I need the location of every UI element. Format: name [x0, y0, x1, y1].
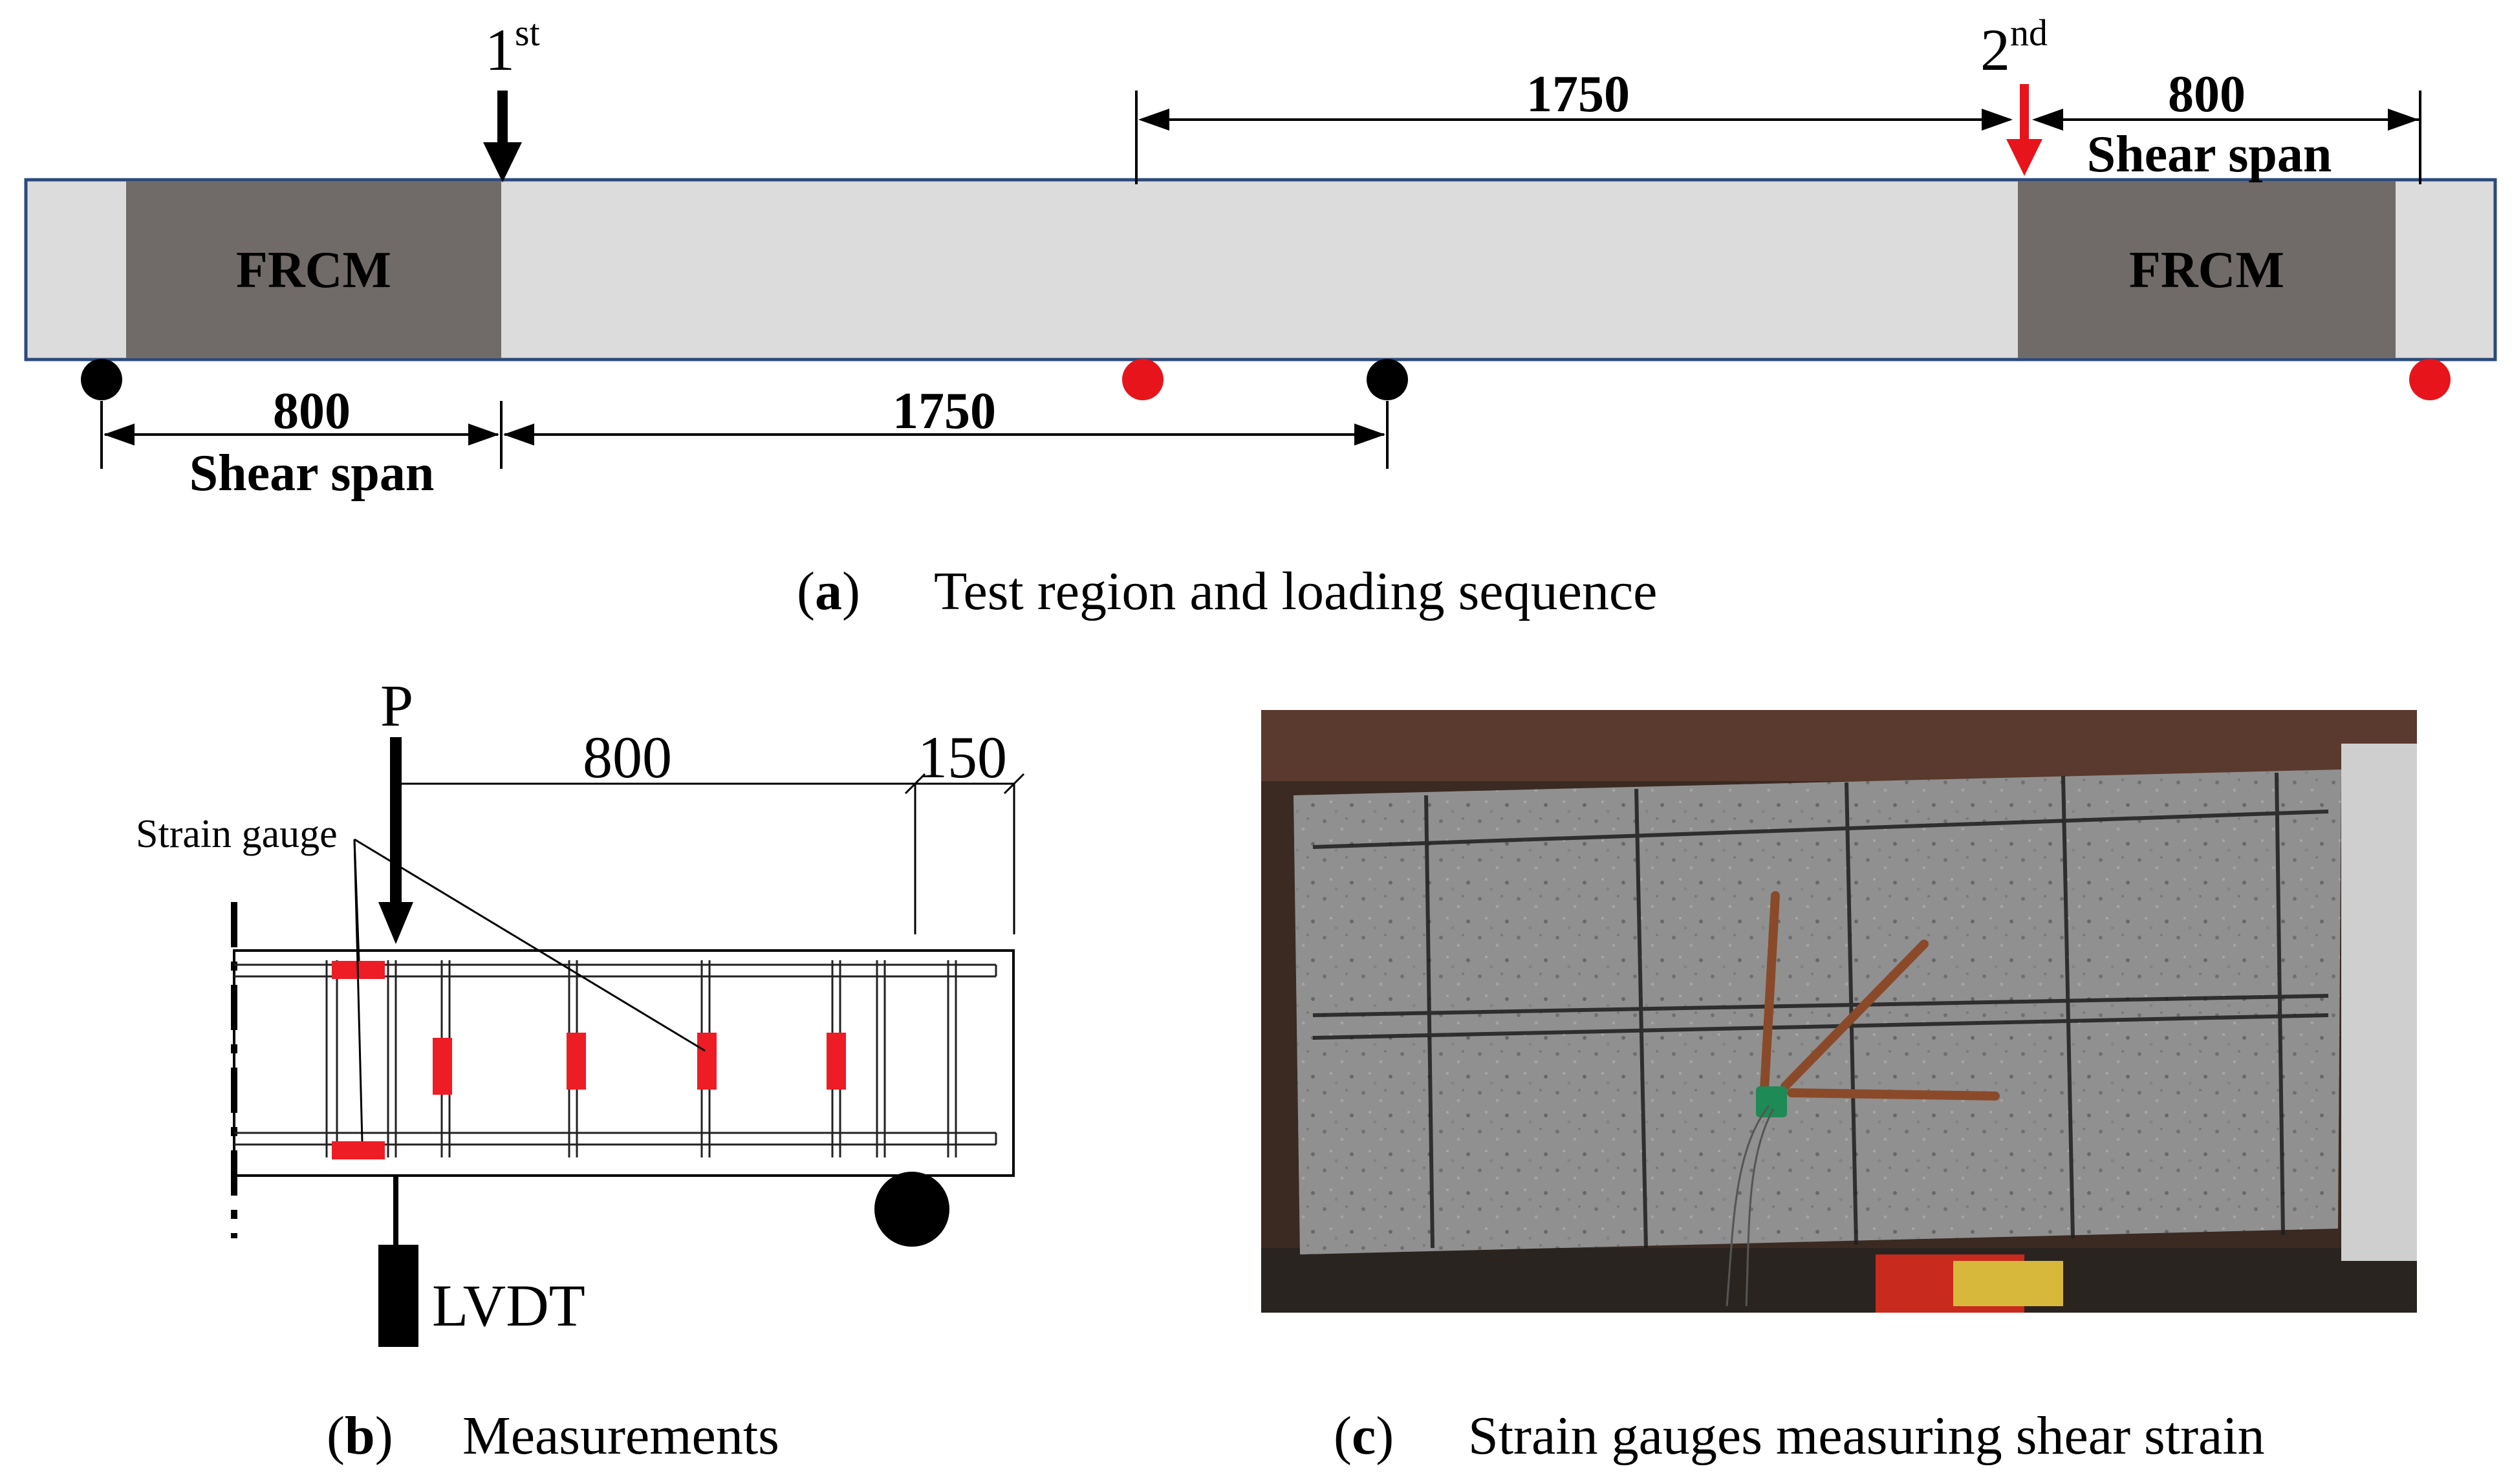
dim-bot-800	[100, 401, 503, 469]
dim-top-800	[2036, 91, 2421, 184]
support-b	[874, 1172, 949, 1247]
support-right-red	[2409, 359, 2451, 400]
strain-gauge-bottom	[332, 1141, 385, 1159]
strain-gauge-label: Strain gauge	[136, 812, 338, 856]
lvdt-label: LVDT	[432, 1273, 585, 1339]
caption-a-letter: a	[815, 561, 842, 621]
caption-b-text: Measurements	[462, 1406, 779, 1466]
dim-bot-1750-value: 1750	[893, 383, 996, 440]
strain-gauge-2	[567, 1033, 586, 1090]
caption-c-text: Strain gauges measuring shear strain	[1468, 1406, 2265, 1466]
dim-top-1750-value: 1750	[1526, 66, 1630, 123]
frcm-region-right	[2018, 181, 2396, 358]
frcm-label-left: FRCM	[236, 242, 391, 299]
strain-gauge-1	[433, 1038, 452, 1095]
load-arrow-second	[2006, 84, 2042, 176]
dim-top-800-value: 800	[2168, 66, 2246, 123]
support-mid-black	[1367, 359, 1408, 400]
support-left	[81, 359, 122, 400]
strain-gauge-3	[697, 1033, 717, 1090]
frcm-label-right: FRCM	[2129, 242, 2284, 299]
caption-c-letter: c	[1352, 1406, 1376, 1466]
dim-top-1750	[1135, 91, 2010, 184]
dim-bot-shear-span: Shear span	[189, 445, 435, 502]
frcm-region-left	[126, 181, 501, 358]
caption-a-text: Test region and loading sequence	[934, 561, 1657, 621]
caption-b-letter: b	[345, 1406, 375, 1466]
load-second-sup: nd	[2010, 12, 2048, 54]
load-p-head	[378, 902, 413, 944]
caption-a: (a)	[797, 561, 860, 621]
specimen-photo	[1261, 710, 2417, 1313]
load-first-label: 1st	[485, 12, 540, 83]
caption-b: (b)	[327, 1406, 393, 1466]
load-p-label: P	[380, 672, 413, 738]
dim-b-800: 800	[583, 724, 672, 790]
dim-b-150: 150	[918, 724, 1007, 790]
lvdt-stem	[393, 1176, 398, 1247]
caption-c: (c)	[1334, 1406, 1394, 1466]
strain-gauge-4	[827, 1033, 846, 1090]
load-first-sup: st	[515, 12, 540, 54]
dim-bot-1750	[504, 401, 1389, 469]
beam-b-outline	[233, 949, 1015, 1177]
load-p-shaft	[390, 737, 402, 912]
panel-b: P 800 150	[136, 672, 1025, 1466]
strain-gauge-leaders	[353, 838, 706, 1142]
load-second-label: 2nd	[1980, 12, 2048, 83]
panel-c: (c) Strain gauges measuring shear strain	[1261, 710, 2417, 1466]
support-mid-red	[1122, 359, 1164, 400]
panel-a: FRCM FRCM 1st 2nd 1750	[24, 12, 2497, 621]
lvdt-body	[378, 1245, 418, 1347]
dim-bot-800-value: 800	[273, 383, 351, 440]
load-arrow-first	[483, 91, 522, 182]
dim-top-shear-span: Shear span	[2087, 126, 2332, 183]
